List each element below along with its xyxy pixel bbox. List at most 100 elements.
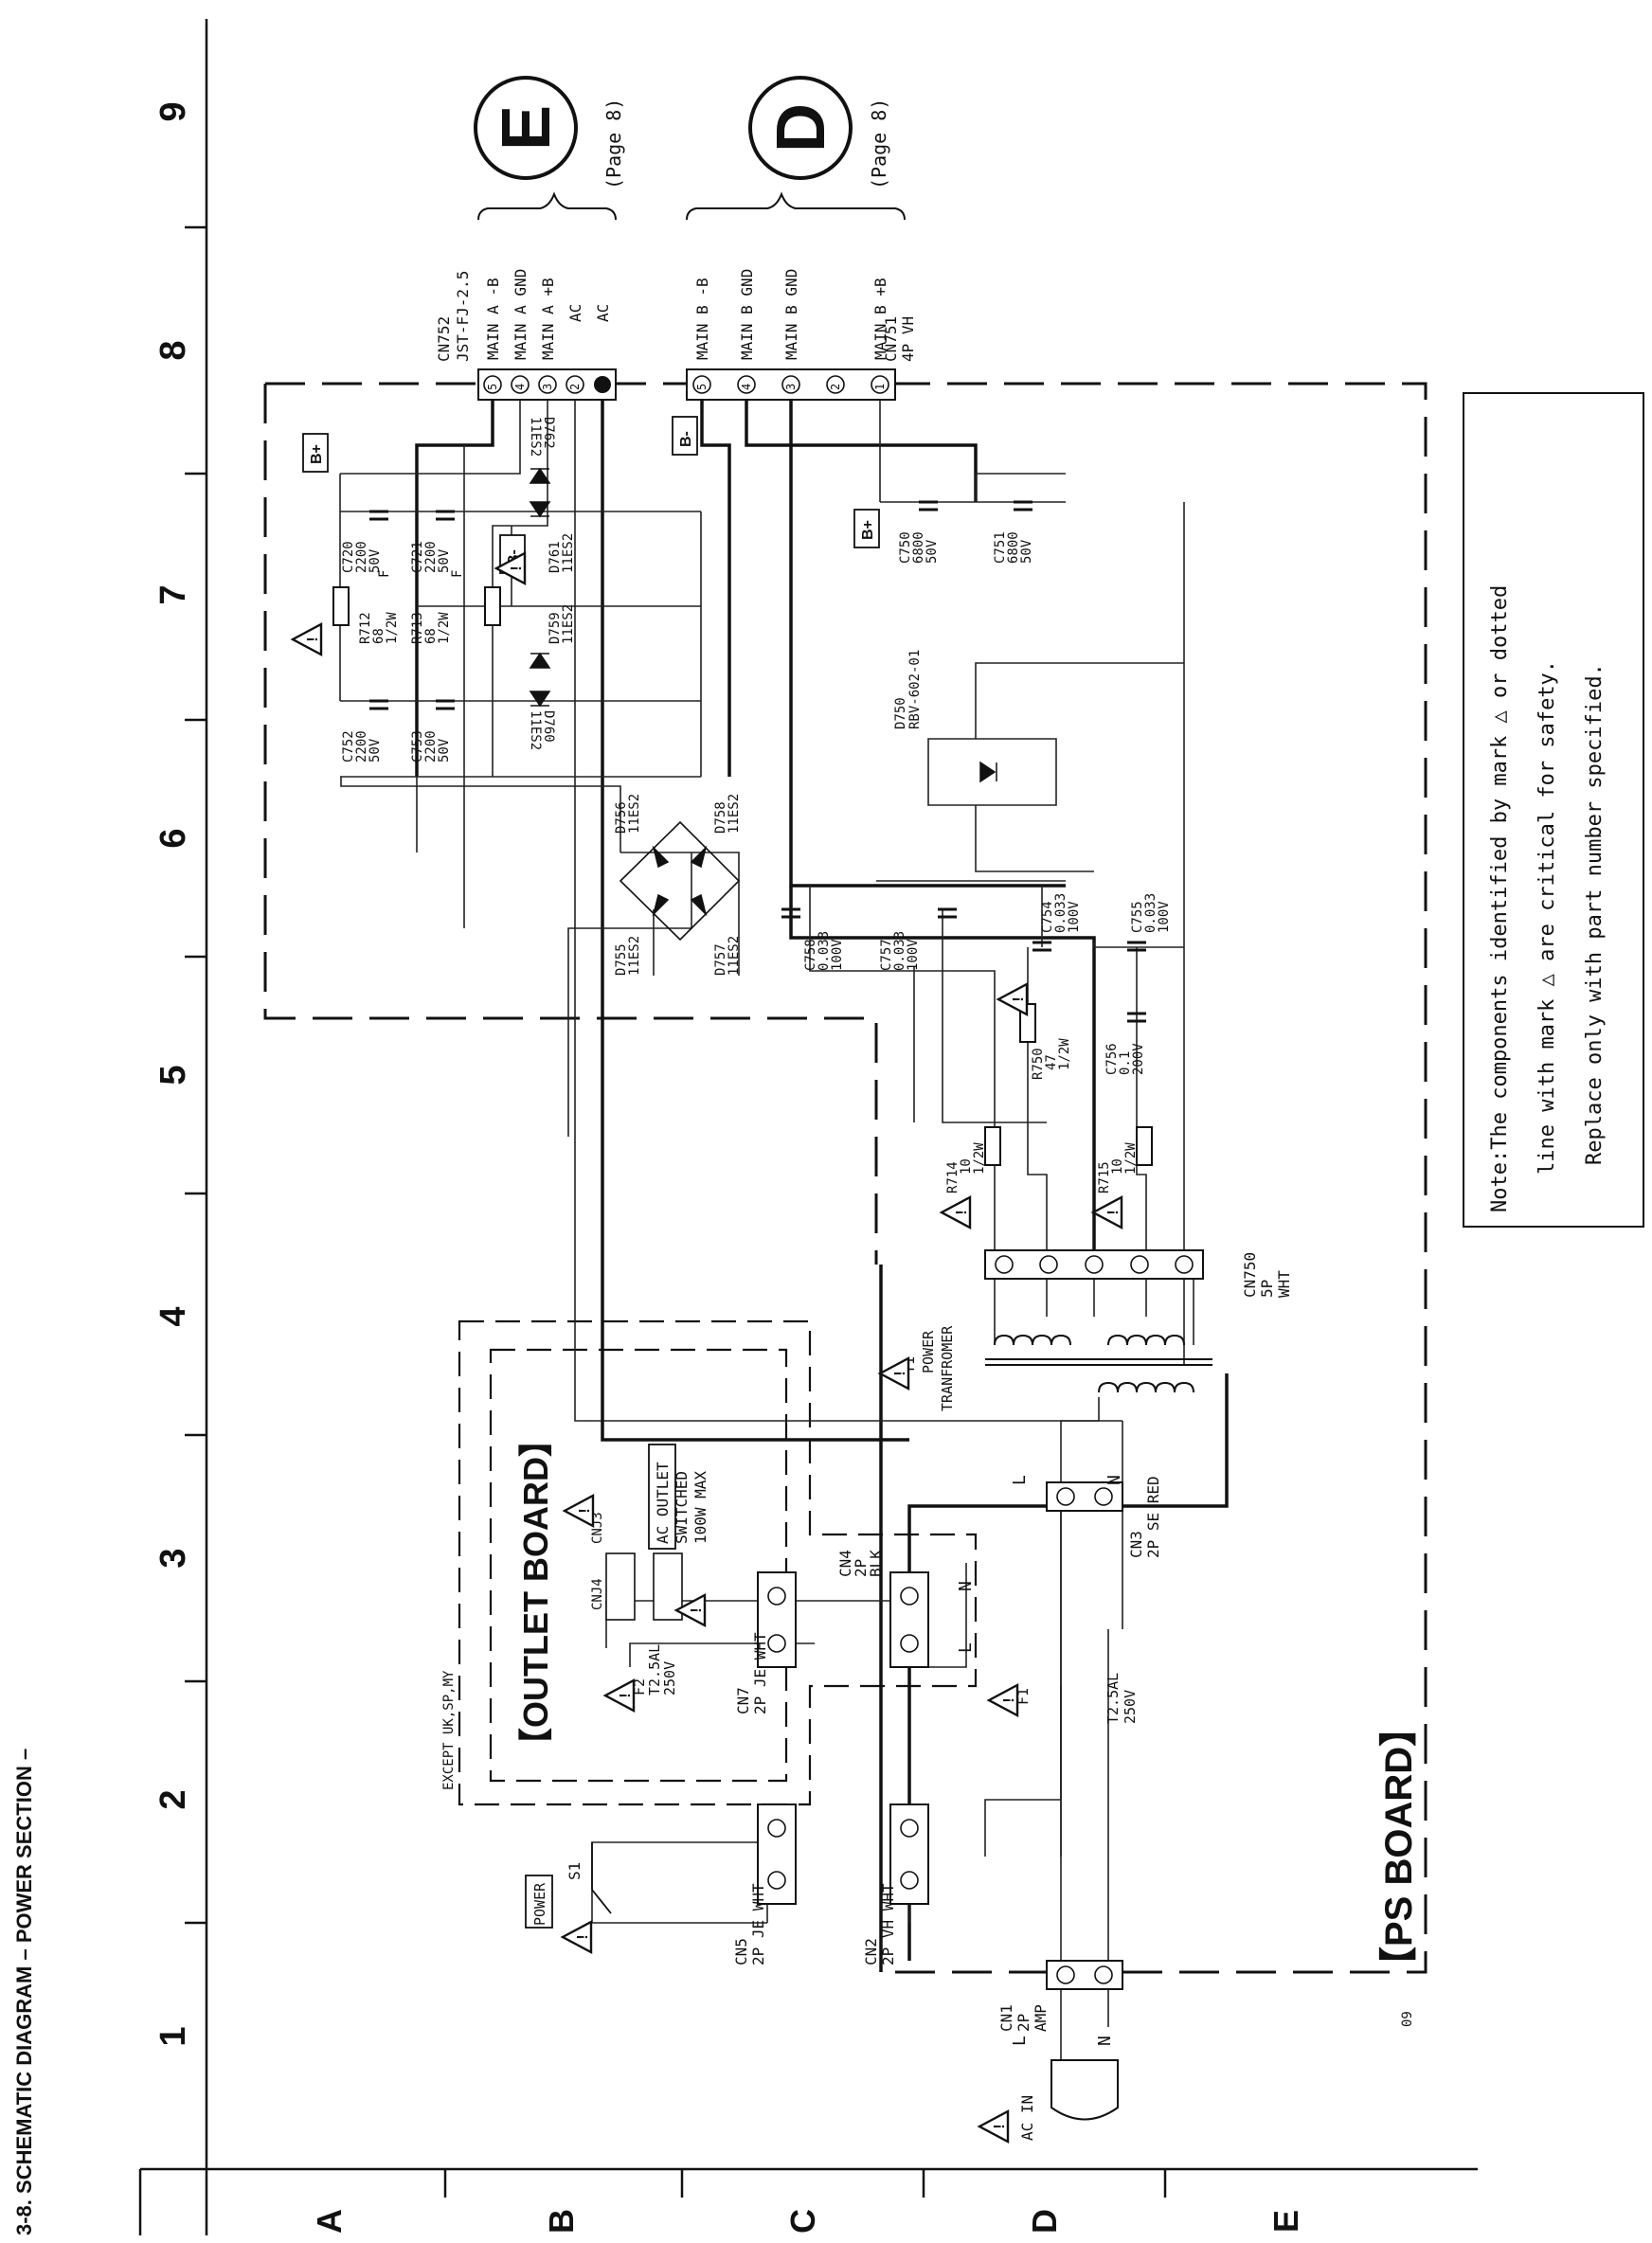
page-ref-d-letter: D — [763, 103, 839, 153]
ac-in-label: AC IN — [1018, 2095, 1036, 2141]
label-d757: D757 — [713, 943, 728, 976]
warning-icon — [603, 1678, 636, 1713]
label-c720-v: 50V — [368, 548, 383, 573]
cn752-pin-label: AC — [566, 304, 584, 322]
label-d759: D759 — [548, 612, 563, 644]
diode-d761 — [529, 501, 551, 518]
label-c721-v: 50V — [437, 548, 452, 573]
page-ref-e-letter: E — [489, 105, 565, 151]
page-ref-d-page: (Page 8) — [868, 99, 890, 189]
label-c752-val: 2200 — [354, 730, 369, 763]
cn751-pin-4: 4 — [740, 384, 753, 390]
resistor-r713 — [484, 586, 501, 626]
label-r715-val: 10 — [1110, 1158, 1125, 1175]
label-page-code: 09 — [1400, 2011, 1415, 2027]
label-r715: R715 — [1097, 1161, 1112, 1193]
line-markers: L N N L L N B+ B- B- B+ — [302, 416, 1124, 2046]
cn750-type: 5P — [1258, 1280, 1276, 1298]
label-d761: D761 — [548, 541, 563, 573]
label-r750-w: 1/2W — [1057, 1038, 1072, 1070]
cn752-type: JST-FJ-2.5 — [454, 271, 472, 362]
marker-n: N — [1104, 1475, 1124, 1485]
cn752-pin-label: MAIN A -B — [484, 278, 502, 360]
ac-outlet-block: AC OUTLET SWITCHED 100W MAX CNJ3 CNJ4 — [590, 1444, 709, 1621]
label-c753: C753 — [410, 730, 425, 763]
connector-cn5: CN5 2P JE WHT — [732, 1803, 797, 1965]
ps-board-label: 【PS BOARD】 — [1378, 1709, 1420, 1984]
ac-outlet-label: AC OUTLET — [654, 1462, 672, 1544]
label-t1-trans: TRANFROMER — [939, 1325, 956, 1411]
label-c752-v: 50V — [368, 738, 383, 763]
row-label: A — [310, 2209, 349, 2234]
cn2-type: 2P VH WHT — [879, 1883, 897, 1965]
cn751-pin-2: 2 — [829, 384, 842, 390]
column-label: 3 — [153, 1548, 193, 1568]
diodes — [529, 467, 997, 942]
outlet-board-label: 【OUTLET BOARD】 — [516, 1423, 555, 1762]
marker-b-plus: B+ — [309, 444, 325, 464]
label-c721-val: 2200 — [423, 541, 439, 573]
capacitor-c750 — [919, 500, 938, 511]
warning-icon — [561, 1920, 593, 1954]
label-d750: D750 — [893, 697, 908, 729]
label-r713-w: 1/2W — [437, 612, 452, 644]
connector-cn3: CN3 2P SE RED — [1046, 1476, 1162, 1558]
capacitor-c752 — [369, 699, 388, 710]
label-r712: R712 — [358, 612, 373, 644]
cn751-pin-label: MAIN B +B — [871, 278, 889, 360]
cn1-color: AMP — [1032, 2004, 1050, 2032]
cn752-pin-label: MAIN A GND — [512, 269, 530, 360]
label-f2: F2 — [631, 1678, 648, 1696]
page-ref-e: E (Page 8) — [474, 76, 625, 189]
cn752-pin-2: 2 — [568, 384, 582, 390]
warning-icon — [940, 1195, 972, 1229]
cn752-pin-label: AC — [594, 304, 612, 322]
capacitor-c757 — [938, 907, 957, 919]
power-label: POWER — [531, 1882, 548, 1926]
warning-icon — [291, 622, 323, 656]
cn752-pin-3: 3 — [541, 384, 554, 390]
cn4-color: BLK — [867, 1550, 885, 1577]
label-c757-v: 100V — [906, 939, 921, 971]
row-label: B — [542, 2209, 581, 2234]
cn3-ref: CN3 — [1127, 1531, 1145, 1558]
label-d762-type: 11ES2 — [528, 417, 543, 457]
label-c755-v: 100V — [1157, 901, 1172, 933]
connector-cn2: CN2 2P VH WHT — [862, 1803, 929, 1965]
cn751-ref: CN751 — [882, 316, 900, 362]
warning-icon — [878, 1356, 910, 1391]
resistor-r715 — [1136, 1126, 1153, 1166]
label-c750-val: 6800 — [911, 531, 926, 564]
label-c721: C721 — [410, 541, 425, 573]
label-d762: D762 — [541, 417, 556, 449]
diode-d760 — [529, 691, 551, 708]
note-line-2: line with mark △ are critical for safety… — [1535, 660, 1559, 1175]
label-f2-rating: T2.5AL — [646, 1644, 663, 1696]
grid-frame — [138, 19, 1478, 2235]
label-t1-power: POWER — [920, 1330, 937, 1373]
connector-cn751: 5 4 3 2 1 CN751 4P VH MAIN B -B MAIN B G… — [686, 269, 917, 401]
label-d758-type: 11ES2 — [727, 794, 742, 834]
marker-n: N — [1095, 2036, 1115, 2046]
label-r714-w: 1/2W — [972, 1142, 987, 1175]
label-c751-v: 50V — [1019, 539, 1034, 564]
cn1-type: 2P — [1015, 2014, 1032, 2032]
column-label: 1 — [153, 2026, 193, 2046]
cn751-pin-label: MAIN B GND — [782, 269, 800, 360]
row-labels: A B C D E — [310, 2209, 1305, 2234]
label-c758: C758 — [803, 939, 818, 971]
connector-cn7: CN7 2P JE WHT — [734, 1571, 797, 1714]
safety-note: Note:The components identified by mark △… — [1463, 392, 1644, 1228]
note-line-1: Note:The components identified by mark △… — [1488, 585, 1512, 1212]
power-switch: POWER S1 — [525, 1842, 612, 1929]
ac-outlet-switched: SWITCHED — [673, 1471, 691, 1544]
column-label: 2 — [153, 1789, 193, 1809]
diode-d756 — [652, 845, 670, 869]
cn752-ref: CN752 — [435, 316, 453, 362]
marker-b-minus: B- — [678, 431, 694, 447]
warning-icon — [978, 2109, 1010, 2144]
cn1-ref: CN1 — [997, 2004, 1015, 2032]
page-ref-d: D (Page 8) — [748, 76, 890, 189]
label-r712-val: 68 — [371, 628, 386, 644]
marker-l: L — [956, 1642, 976, 1653]
